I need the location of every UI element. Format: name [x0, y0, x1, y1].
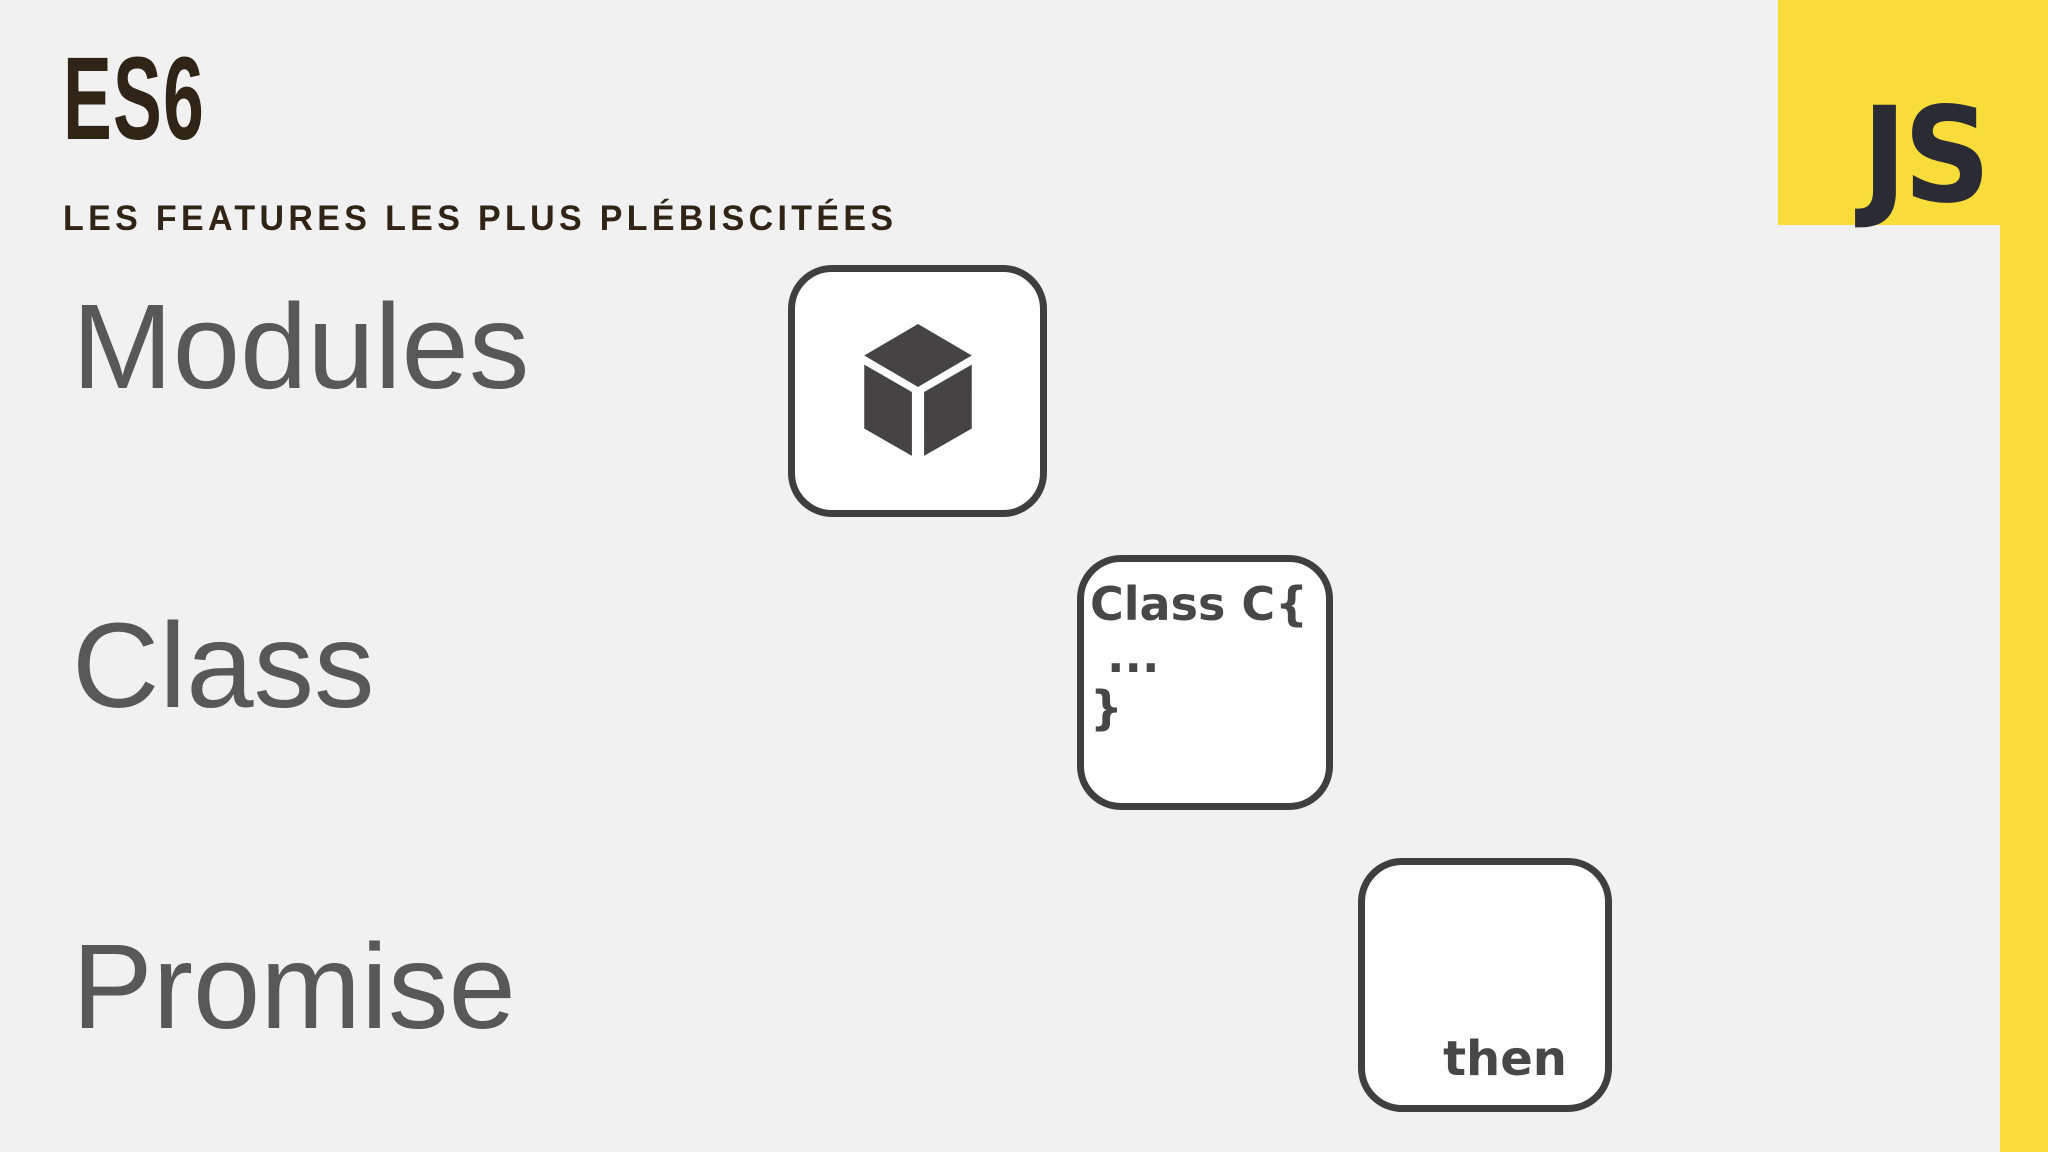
modules-card [788, 265, 1047, 517]
class-code-line-1: Class C{ [1090, 577, 1308, 631]
page-title-text: ES6 [63, 33, 206, 165]
then-card: then [1358, 858, 1612, 1112]
page-subtitle: LES FEATURES LES PLUS PLÉBISCITÉES [63, 199, 898, 238]
cube-icon [863, 324, 972, 456]
feature-label-promise: Promise [72, 918, 516, 1054]
class-code-line-2: ... [1107, 629, 1160, 683]
feature-label-class: Class [72, 597, 375, 733]
js-logo: JS [1778, 0, 2000, 225]
js-logo-text: JS [1861, 78, 1991, 233]
class-code-line-3: } [1090, 681, 1123, 735]
feature-label-modules: Modules [72, 278, 530, 414]
right-accent-stripe [2000, 0, 2048, 1152]
then-card-label: then [1443, 1031, 1567, 1087]
page-title: ES6 [63, 40, 292, 158]
class-card: Class C{ ... } [1077, 555, 1333, 810]
